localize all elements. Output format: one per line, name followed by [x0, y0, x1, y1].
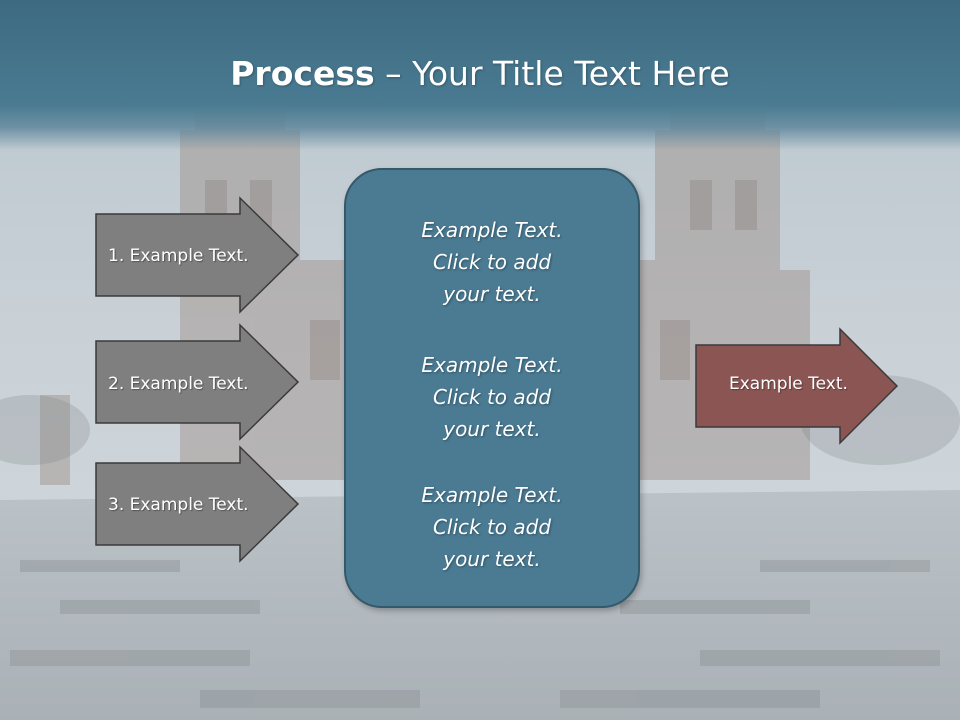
center-text-block-1[interactable]: Example Text. Click to add your text. [346, 214, 638, 310]
output-arrow[interactable] [695, 327, 899, 445]
center-block-1-line-2: Click to add [432, 250, 552, 274]
title-strong: Process [230, 54, 375, 93]
center-block-1-line-3: your text. [443, 282, 541, 306]
input-arrow-1[interactable] [95, 196, 300, 314]
title-rest: – Your Title Text Here [374, 54, 730, 93]
input-arrow-3[interactable] [95, 445, 300, 563]
center-block-3-line-1: Example Text. [421, 483, 563, 507]
center-block-3-line-3: your text. [443, 547, 541, 571]
input-arrow-label-2[interactable]: 2. Example Text. [108, 374, 249, 394]
center-text-block-3[interactable]: Example Text. Click to add your text. [346, 479, 638, 575]
center-block-2-line-3: your text. [443, 417, 541, 441]
title-bar [0, 0, 960, 150]
center-block-2-line-2: Click to add [432, 385, 552, 409]
center-text-block-2[interactable]: Example Text. Click to add your text. [346, 349, 638, 445]
input-arrow-label-1[interactable]: 1. Example Text. [108, 246, 249, 266]
center-process-box[interactable]: Example Text. Click to add your text. Ex… [344, 168, 640, 608]
slide-title[interactable]: Process – Your Title Text Here [0, 52, 960, 96]
center-block-1-line-1: Example Text. [421, 218, 563, 242]
input-arrow-2[interactable] [95, 323, 300, 441]
output-arrow-label[interactable]: Example Text. [729, 374, 848, 394]
input-arrow-label-3[interactable]: 3. Example Text. [108, 495, 249, 515]
center-block-3-line-2: Click to add [432, 515, 552, 539]
center-block-2-line-1: Example Text. [421, 353, 563, 377]
